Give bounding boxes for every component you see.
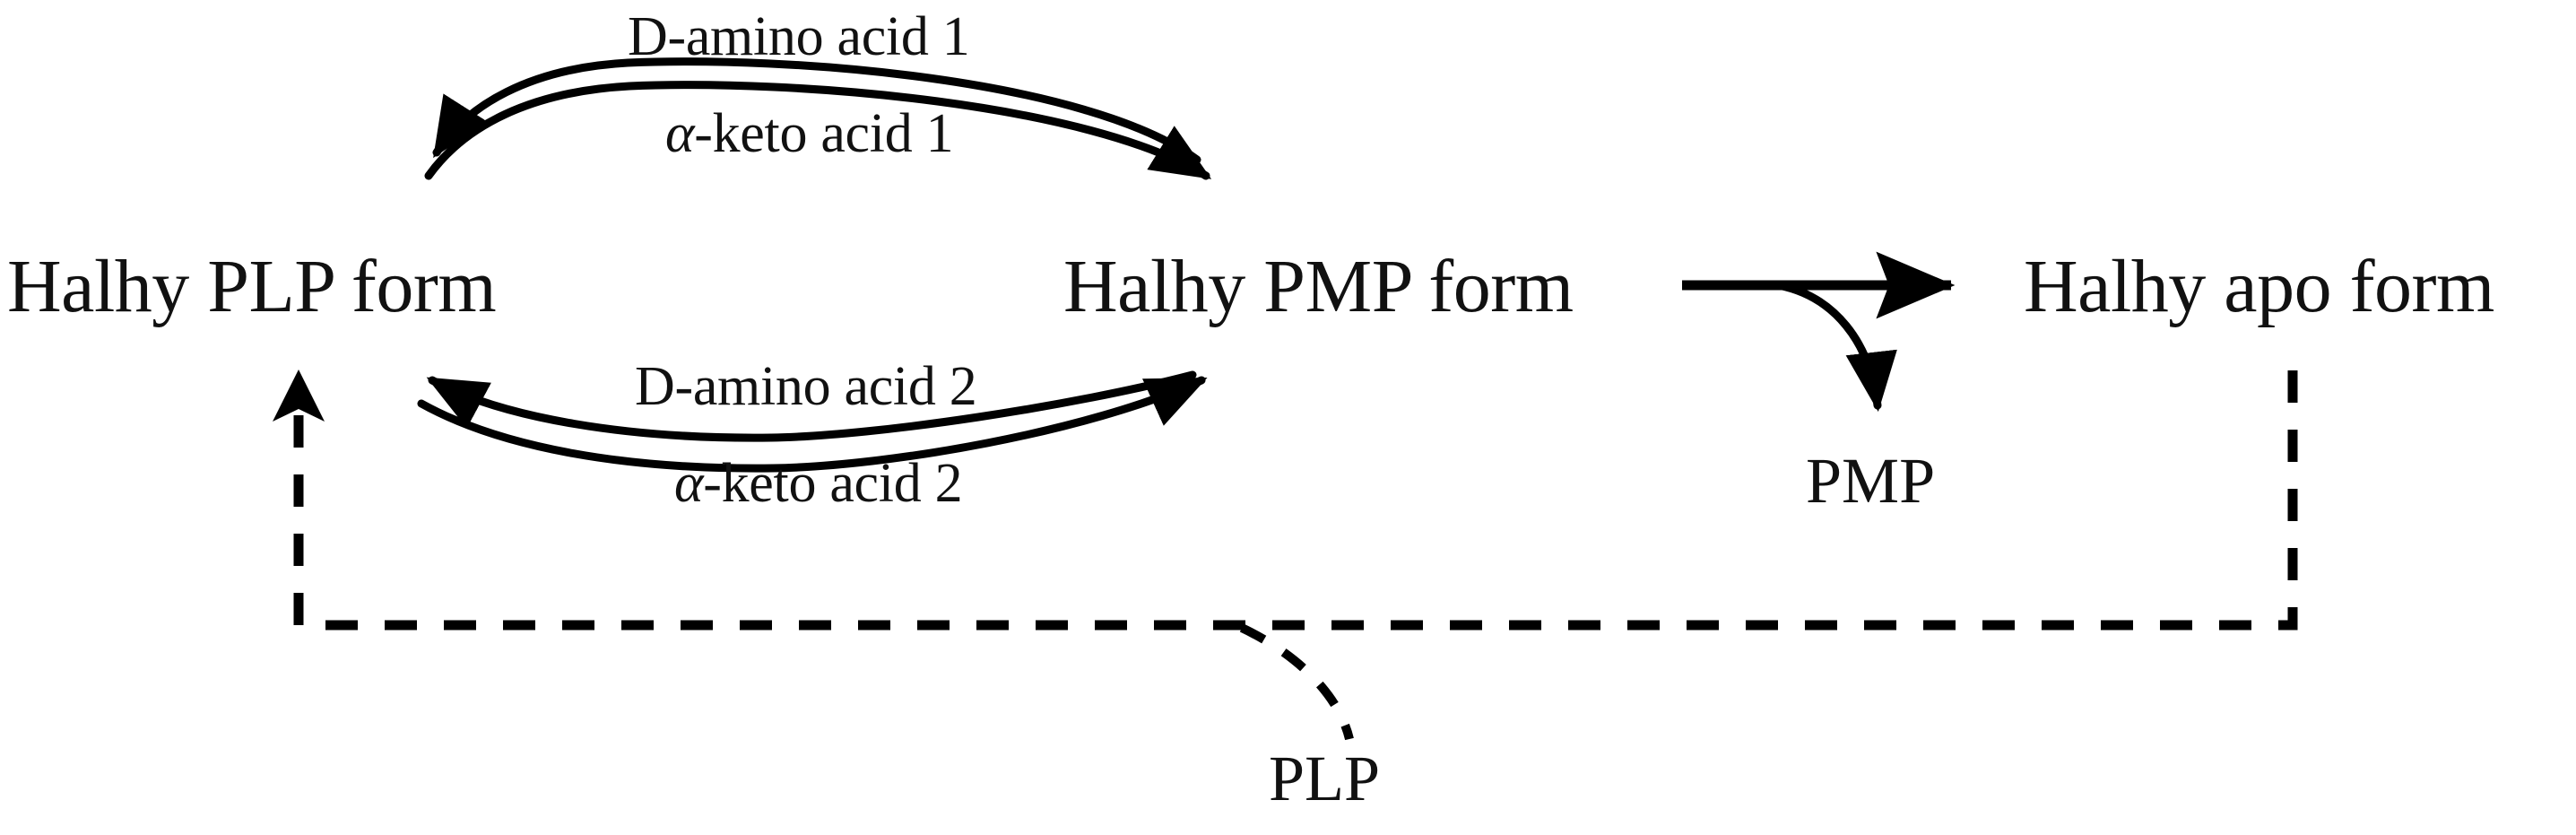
arc-label-alpha-keto-acid-1: α-keto acid 1 xyxy=(665,103,954,164)
arc-bottom-reverse xyxy=(426,370,1197,442)
node-label-halhy-plp-form: Halhy PLP form xyxy=(7,245,497,328)
alpha-symbol-keto-2: α xyxy=(674,453,704,514)
alpha-symbol-keto-1: α xyxy=(665,103,695,164)
node-label-halhy-apo-form: Halhy apo form xyxy=(2024,245,2494,328)
arc-label-keto-2-text: -keto acid 2 xyxy=(703,453,963,514)
arrow-pmp-release xyxy=(1774,281,1897,413)
dashed-plp-branch xyxy=(1239,623,1354,741)
node-label-halhy-pmp-form: Halhy PMP form xyxy=(1063,245,1574,328)
arc-top-forward xyxy=(424,81,1212,180)
arc-bottom-forward xyxy=(417,376,1208,473)
arc-label-keto-1-text: -keto acid 1 xyxy=(694,103,954,164)
cofactor-label-plp: PLP xyxy=(1269,743,1381,814)
arc-label-alpha-keto-acid-2: α-keto acid 2 xyxy=(674,453,963,514)
arc-label-d-amino-acid-1: D-amino acid 1 xyxy=(628,6,970,67)
arc-top-reverse xyxy=(432,57,1201,164)
arc-label-d-amino-acid-2: D-amino acid 2 xyxy=(635,356,977,417)
dashed-apo-recycle-path xyxy=(273,370,2298,631)
cofactor-label-pmp: PMP xyxy=(1806,445,1936,517)
